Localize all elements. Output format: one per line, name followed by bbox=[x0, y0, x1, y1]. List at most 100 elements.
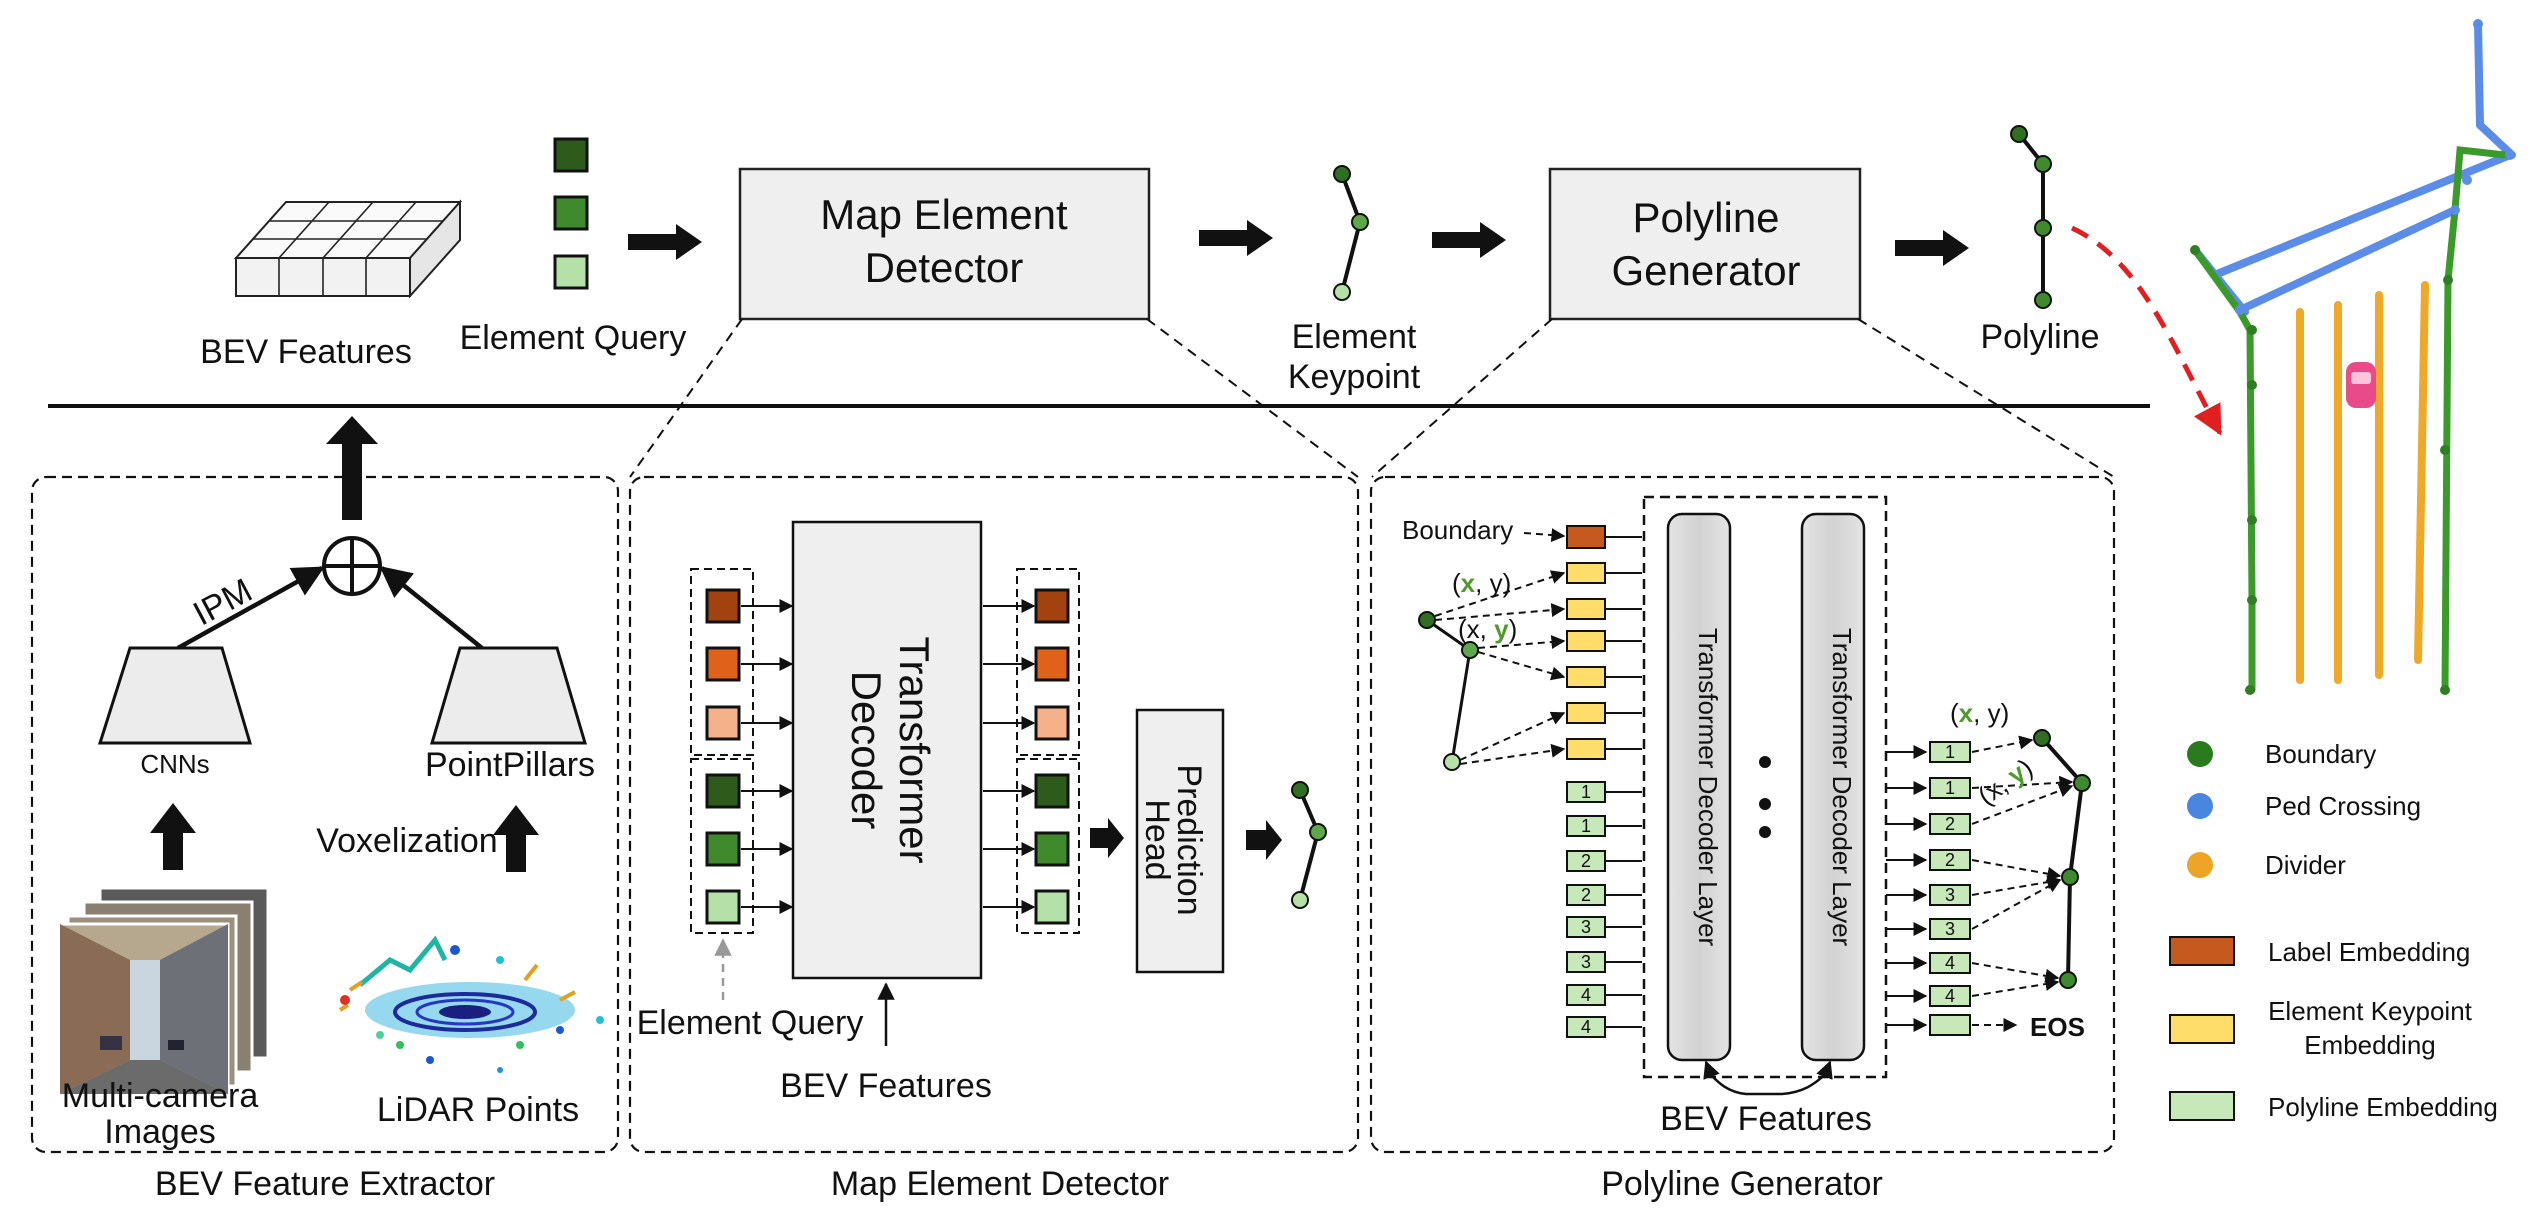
generator-input-keypoint-icon bbox=[1418, 611, 1479, 771]
red-curved-arrow bbox=[2070, 225, 2223, 436]
element-keypoint-icon bbox=[1333, 165, 1369, 301]
element-keypoint-label-2: Keypoint bbox=[1288, 358, 1421, 396]
to-keypoint-output-arrow bbox=[1246, 820, 1282, 860]
xy2-x: x bbox=[1467, 614, 1480, 644]
lidar-points-label: LiDAR Points bbox=[377, 1091, 579, 1129]
detector-bev-features-label: BEV Features bbox=[780, 1067, 992, 1105]
legend-divider-swatch bbox=[2187, 852, 2213, 878]
bev-brace-arrow-left bbox=[1703, 1060, 1720, 1080]
generator-bev-features-label: BEV Features bbox=[1660, 1100, 1872, 1138]
xy1-x: x bbox=[1461, 568, 1476, 598]
decoder-layer-2-label: Transformer Decoder Layer bbox=[1827, 628, 1857, 947]
legend-ped-crossing: Ped Crossing bbox=[2265, 791, 2421, 821]
polyline-input-token-label: 4 bbox=[1581, 985, 1591, 1005]
polyline-generator-panel bbox=[1369, 475, 2116, 1154]
keypoint-token bbox=[1566, 598, 1606, 620]
prediction-head-title-1: Prediction bbox=[1170, 764, 1208, 915]
label-embedding-token bbox=[1566, 525, 1606, 549]
polyline-generator-box bbox=[1548, 167, 1862, 321]
keypoint-token bbox=[1566, 666, 1606, 688]
map-element-detector-title-2: Detector bbox=[865, 244, 1024, 291]
output-to-polyline-arrows bbox=[1971, 735, 2074, 1032]
decoder-layer-2 bbox=[1800, 512, 1866, 1062]
polyline-output-token bbox=[1929, 952, 1971, 974]
pointpillars-to-fusion-arrow bbox=[379, 566, 484, 650]
output-element-query-group bbox=[1016, 758, 1080, 934]
polyline-input-token-label: 4 bbox=[1581, 1017, 1591, 1037]
polyline-output-token bbox=[1929, 741, 1971, 763]
transformer-decoder-title-1: Transformer bbox=[891, 636, 938, 863]
up-arrow-to-bev bbox=[326, 416, 378, 520]
polyline-input-token-label: 1 bbox=[1581, 782, 1591, 802]
to-prediction-head-arrow bbox=[1090, 818, 1124, 858]
polyline-output-token bbox=[1929, 849, 1971, 871]
polyline-output-token bbox=[1929, 1014, 1971, 1036]
polyline-generator-caption: Polyline Generator bbox=[1601, 1165, 1883, 1203]
polyline-output-token bbox=[1929, 777, 1971, 799]
legend-keypoint-embedding-1: Element Keypoint bbox=[2268, 996, 2473, 1026]
output-query-arrows bbox=[983, 599, 1036, 914]
cnns-label: CNNs bbox=[140, 749, 209, 779]
map-detector-panel bbox=[628, 475, 1360, 1154]
legend-divider: Divider bbox=[2265, 850, 2346, 880]
xy-coordinate-label-1: (x, y) bbox=[1452, 568, 1511, 598]
legend-polyline-embedding: Polyline Embedding bbox=[2268, 1092, 2498, 1122]
xy-coordinate-label-3: (x, y) bbox=[1950, 698, 2009, 728]
polyline-output-token-label: 4 bbox=[1945, 953, 1955, 973]
element-query-squares bbox=[553, 137, 589, 290]
multi-camera-images-picture bbox=[58, 886, 270, 1096]
xy3-y: y bbox=[1988, 698, 2001, 728]
keypoint-token bbox=[1566, 630, 1606, 652]
hd-map-picture bbox=[2190, 19, 2516, 695]
zoom-guide-lines bbox=[629, 318, 2115, 478]
decoder-layer-1-label: Transformer Decoder Layer bbox=[1693, 628, 1723, 947]
lidar-point-cloud-picture bbox=[338, 935, 604, 1073]
polyline-icon bbox=[2010, 125, 2052, 309]
polyline-output-token bbox=[1929, 813, 1971, 835]
xy-coordinate-label-2: (x, y) bbox=[1458, 614, 1517, 644]
polyline-output-token-label: 1 bbox=[1945, 778, 1955, 798]
voxelization-label: Voxelization bbox=[316, 822, 497, 860]
map-detector-caption: Map Element Detector bbox=[831, 1165, 1169, 1203]
transformer-decoder-title-2: Decoder bbox=[843, 671, 890, 830]
images-up-arrow bbox=[150, 803, 196, 870]
polyline-output-token bbox=[1929, 884, 1971, 906]
ellipsis-dots bbox=[1759, 756, 1771, 838]
xy4-x: x bbox=[1979, 774, 2007, 806]
keypoint-to-token-arrows bbox=[1434, 570, 1566, 765]
fusion-plus-icon bbox=[322, 536, 382, 596]
top-flow-arrows bbox=[628, 220, 1969, 266]
polyline-input-token-label: 3 bbox=[1581, 917, 1591, 937]
output-label-query-group bbox=[1016, 568, 1080, 756]
map-element-detector-title-1: Map Element bbox=[820, 191, 1068, 238]
polyline-output-token-label: 2 bbox=[1945, 850, 1955, 870]
polyline-output-token-label: 4 bbox=[1945, 986, 1955, 1006]
legend-label-embedding-swatch bbox=[2169, 936, 2235, 966]
output-query-squares bbox=[1034, 588, 1070, 925]
polyline-output-token bbox=[1929, 918, 1971, 940]
legend-boundary: Boundary bbox=[2265, 739, 2376, 769]
xy1-y: y bbox=[1490, 568, 1503, 598]
legend-keypoint-embedding-swatch bbox=[2169, 1014, 2235, 1044]
polyline-input-token-label: 2 bbox=[1581, 851, 1591, 871]
bev-extractor-panel bbox=[30, 475, 620, 1154]
boundary-input-label: Boundary bbox=[1402, 515, 1513, 545]
detector-keypoint-output-icon bbox=[1291, 781, 1327, 909]
element-query-label: Element Query bbox=[460, 319, 687, 357]
polyline-output-token-label: 2 bbox=[1945, 814, 1955, 834]
decoder-layer-1 bbox=[1666, 512, 1732, 1062]
prediction-head-title-2: Head bbox=[1138, 799, 1176, 880]
pointpillars-label: PointPillars bbox=[425, 746, 595, 784]
polyline-output-token bbox=[1929, 985, 1971, 1007]
generated-polyline-icon bbox=[2033, 729, 2091, 989]
element-keypoint-label-1: Element bbox=[1292, 318, 1417, 356]
keypoint-embedding-tokens bbox=[1566, 562, 1642, 760]
polyline-generator-title-1: Polyline bbox=[1632, 194, 1779, 241]
bev-feature-grid-icon bbox=[233, 199, 463, 299]
bev-features-label: BEV Features bbox=[200, 333, 412, 371]
lidar-up-arrow bbox=[493, 805, 539, 872]
xy2-y: y bbox=[1494, 614, 1509, 644]
